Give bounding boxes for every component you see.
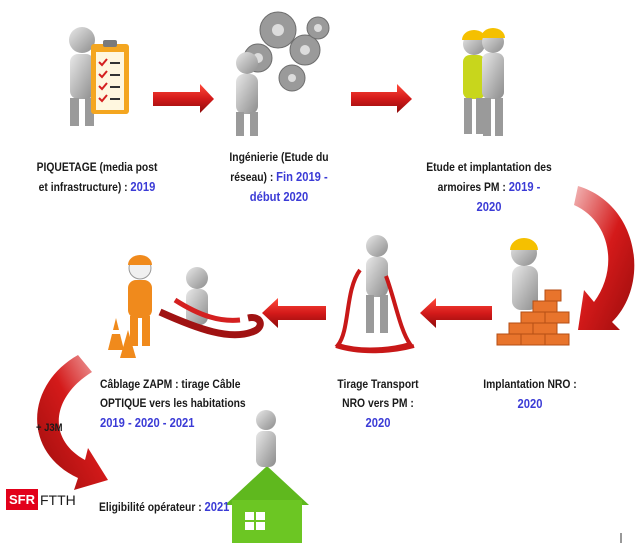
figure-cable-puller <box>334 235 415 354</box>
sfr-logo: SFR <box>6 489 38 510</box>
step-armoires-text: Etude et implantation des armoires PM : <box>426 160 552 194</box>
step-eligibilite-year: 2021 <box>204 499 230 514</box>
step-armoires-year: 2019 - 2020 <box>476 179 541 214</box>
step-piquetage-text: PIQUETAGE (media post et infrastructure)… <box>36 160 158 194</box>
figure-cabling-worker <box>108 255 264 358</box>
figure-bricklayer <box>496 238 570 346</box>
step-tirage-text: Tirage Transport NRO vers PM : <box>337 377 419 410</box>
step-nro-year: 2020 <box>517 396 543 411</box>
step-armoires-label: Etude et implantation des armoires PM : … <box>425 158 554 217</box>
step-ingenierie-text: Ingénierie (Etude du réseau) : <box>229 150 329 184</box>
step-ingenierie-label: Ingénierie (Etude du réseau) : Fin 2019 … <box>223 148 335 207</box>
step-tirage-label: Tirage Transport NRO vers PM : 2020 <box>331 375 426 433</box>
step-nro-text: Implantation NRO : <box>483 377 577 391</box>
sfr-ftth-logo: SFR FTTH <box>6 489 76 510</box>
arrow-right-1 <box>153 84 214 113</box>
step-cablage-label: Câblage ZAPM : tirage Câble OPTIQUE vers… <box>100 375 272 433</box>
arrow-right-2 <box>351 84 412 113</box>
step-cablage-text: Câblage ZAPM : tirage Câble OPTIQUE vers… <box>100 377 246 410</box>
step-tirage-year: 2020 <box>365 415 391 430</box>
step-nro-label: Implantation NRO : 2020 <box>470 375 590 414</box>
figure-gears-person <box>236 11 330 136</box>
step-eligibilite-label: Eligibilité opérateur : 2021 <box>99 497 237 517</box>
arrow-left-2 <box>262 298 326 328</box>
arrow-left-1 <box>420 298 492 328</box>
step-piquetage-label: PIQUETAGE (media post et infrastructure)… <box>33 158 162 197</box>
figure-two-workers <box>462 28 505 136</box>
step-cablage-year: 2019 - 2020 - 2021 <box>100 415 195 430</box>
ftth-text: FTTH <box>40 491 76 508</box>
step-ingenierie-year: Fin 2019 - début 2020 <box>249 169 328 204</box>
curved-arrow-right <box>574 186 635 330</box>
delay-label: + J3M <box>36 422 63 434</box>
step-eligibilite-text: Eligibilité opérateur : <box>99 500 205 514</box>
step-piquetage-year: 2019 <box>130 179 156 194</box>
figure-clipboard-person <box>69 27 129 126</box>
curved-arrow-left <box>37 355 108 490</box>
figure-house <box>225 410 309 543</box>
